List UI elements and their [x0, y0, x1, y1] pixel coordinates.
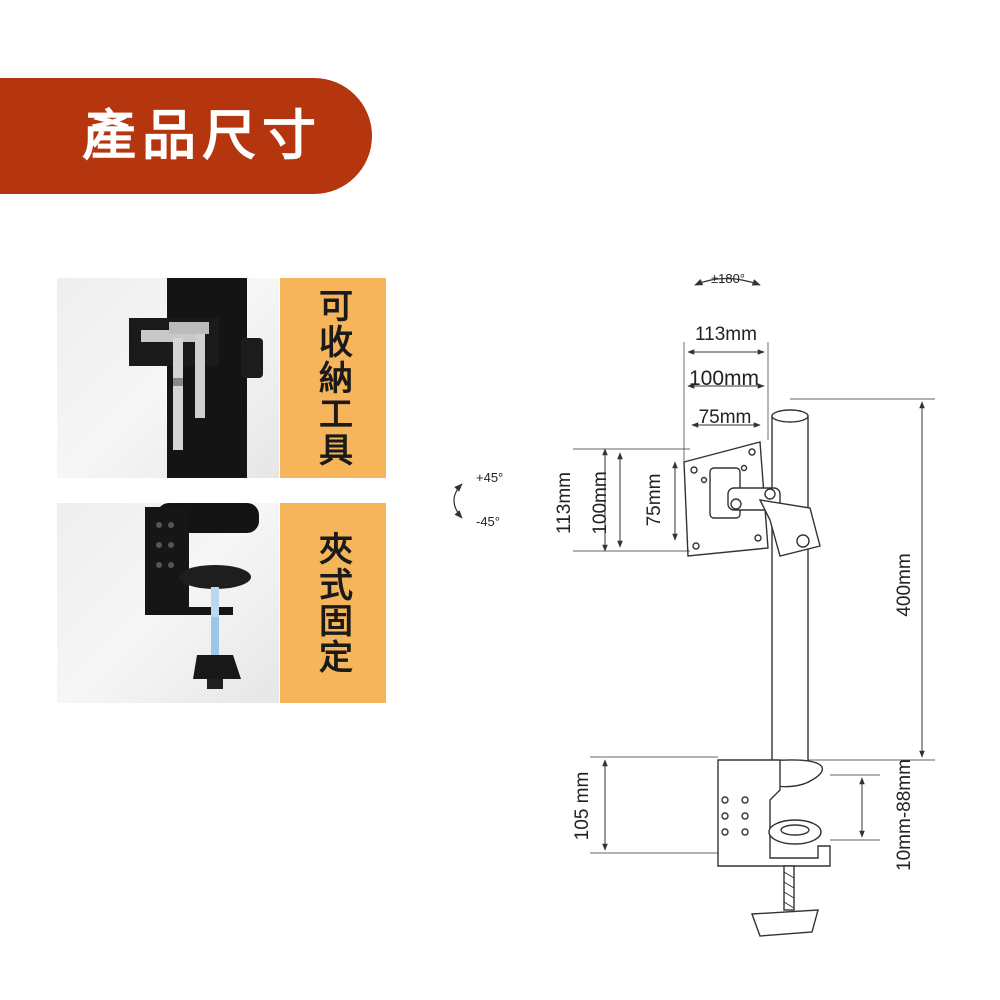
vesa-100-horizontal-label: 100mm — [689, 367, 759, 390]
vesa-100-vertical-label: 100mm — [590, 471, 611, 534]
feature-label-clamp: 夾式固定 — [280, 503, 386, 703]
tilt-up-label: +45° — [476, 470, 503, 485]
allen-key-storage-icon — [129, 278, 263, 478]
vesa-113-vertical-label: 113mm — [554, 472, 575, 534]
desk-clamp-icon — [145, 503, 259, 689]
swivel-label: ±180° — [711, 271, 745, 286]
pole-height-label: 400mm — [894, 553, 915, 616]
clamp-photo — [57, 503, 279, 703]
feature-label-tool-storage: 可收納工具 — [280, 278, 386, 478]
vesa-113-horizontal-label: 113mm — [695, 324, 757, 345]
tool-storage-photo — [57, 278, 279, 478]
title-banner: 產品尺寸 — [0, 78, 372, 194]
feature-text-clamp: 夾式固定 — [312, 531, 353, 675]
dimension-diagram: ±180° 113mm 100mm 75mm 113mm 100mm 75mm … — [453, 271, 935, 937]
feature-text-tool-storage: 可收納工具 — [312, 288, 353, 468]
desk-thickness-label: 10mm-88mm — [894, 759, 915, 871]
clamp-height-label: 105 mm — [572, 772, 593, 841]
vesa-75-horizontal-label: 75mm — [699, 407, 752, 428]
vesa-75-vertical-label: 75mm — [644, 474, 665, 527]
tilt-down-label: -45° — [476, 514, 500, 529]
banner-title: 產品尺寸 — [82, 104, 322, 167]
